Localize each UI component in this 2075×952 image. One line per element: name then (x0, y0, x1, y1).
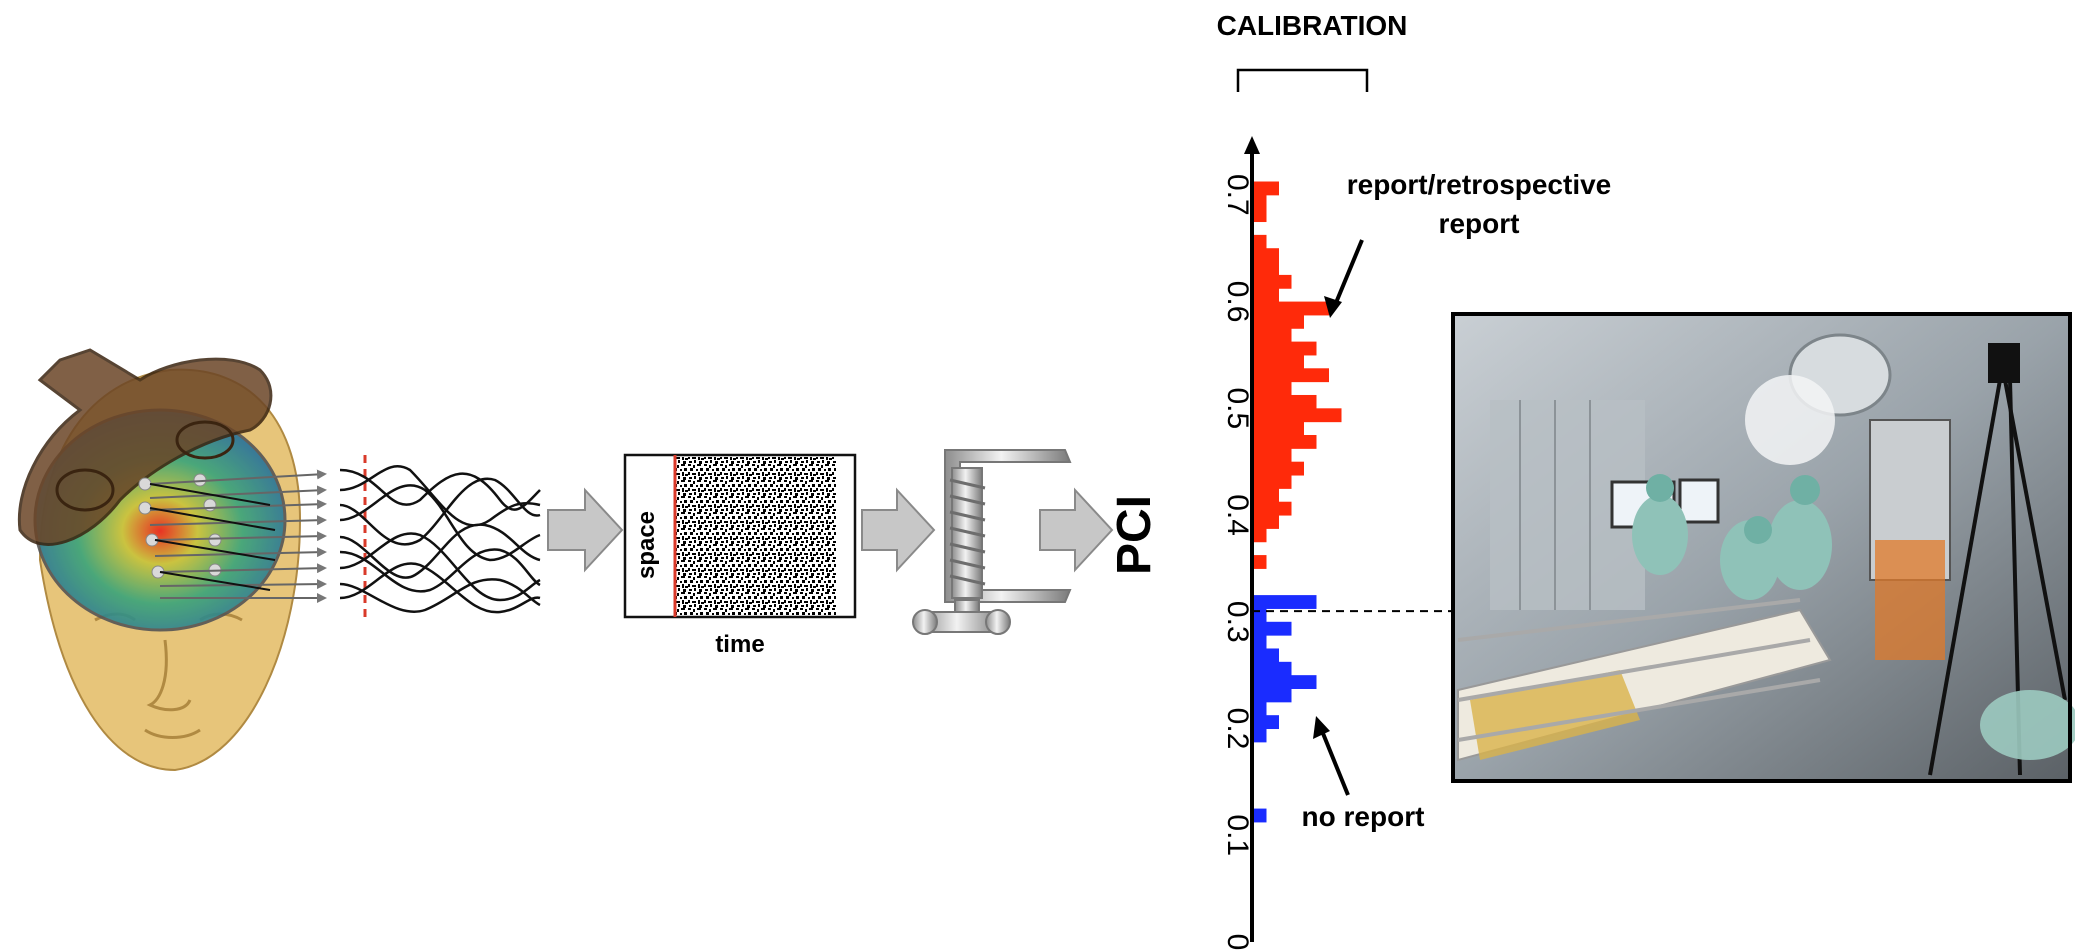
no-report-annotation-arrowhead (1313, 716, 1330, 739)
report-bar-24 (1254, 208, 1267, 223)
report-bar-23 (1254, 234, 1267, 249)
eeg-waveforms (339, 465, 541, 614)
pipeline-arrow-2 (861, 487, 936, 573)
report-bar-11 (1254, 394, 1317, 409)
report-bar-19 (1254, 288, 1279, 303)
calibration-bracket (1236, 68, 1369, 92)
tms-coil (17, 348, 273, 546)
pipeline-arrow-1 (547, 487, 624, 573)
report-bar-21 (1254, 261, 1279, 276)
report-bar-25 (1254, 194, 1267, 209)
report-annotation-line2: report (1439, 208, 1520, 239)
no-report-bar-1 (1254, 728, 1267, 743)
matrix-x-label: time (715, 631, 764, 658)
matrix-y-label: space (633, 511, 660, 579)
histogram-tick-label: 0.7 (1221, 174, 1254, 216)
report-bar-4 (1254, 488, 1279, 503)
report-bar-14 (1254, 354, 1304, 369)
histogram-tick-label: 0.2 (1221, 708, 1254, 750)
tms-coil-ring-left (55, 468, 115, 512)
calibration-title: CALIBRATION (1217, 10, 1408, 41)
no-report-bar-9 (1254, 621, 1292, 636)
report-bar-10 (1254, 408, 1342, 423)
report-bar-15 (1254, 341, 1317, 356)
spacetime-matrix: space time (623, 453, 857, 658)
no-report-annotation: no report (1302, 801, 1425, 832)
no-report-bar-4 (1254, 688, 1292, 703)
report-bar-17 (1254, 314, 1304, 329)
no-report-bar-7 (1254, 648, 1279, 663)
report-bar-22 (1254, 248, 1279, 263)
no-report-bar-5 (1254, 675, 1317, 690)
electrode-signal-arrows (149, 469, 327, 603)
histogram-axis-arrowhead (1244, 136, 1260, 154)
report-bar-5 (1254, 475, 1292, 489)
connector-lines (149, 483, 276, 591)
report-bar-3 (1254, 501, 1292, 516)
report-bar-8 (1254, 435, 1317, 449)
pipeline-arrow-3 (1039, 487, 1114, 573)
histogram-tick-label: 0 (1221, 934, 1254, 951)
report-bar-26 (1254, 181, 1279, 196)
matrix-significant-activity (676, 457, 836, 615)
no-report-bar-2 (1254, 715, 1279, 730)
report-bar-6 (1254, 461, 1304, 476)
report-bar-1 (1254, 528, 1267, 543)
report-bar-0 (1254, 555, 1267, 569)
report-annotation-arrowhead (1324, 296, 1342, 318)
report-bar-13 (1254, 368, 1329, 383)
report-bar-16 (1254, 328, 1292, 343)
operating-room-photo (1451, 312, 2075, 783)
tms-coil-ring-right (175, 420, 235, 460)
report-bar-7 (1254, 448, 1292, 463)
pci-label: PCI (1108, 495, 1161, 575)
calibration-histogram: 0 0.1 0.2 0.3 0.4 0.5 0.6 0.7 (1221, 136, 1342, 950)
report-bar-2 (1254, 515, 1279, 529)
photo-frame (1451, 312, 2072, 783)
no-report-bar-3 (1254, 701, 1267, 716)
report-annotation-arrow (1331, 239, 1364, 311)
no-report-bar-8 (1254, 635, 1267, 649)
face-mouth (144, 728, 201, 739)
report-bar-20 (1254, 274, 1292, 289)
no-report-bar-11 (1254, 595, 1317, 609)
compression-clamp-icon (912, 449, 1072, 635)
face-nose (146, 639, 192, 712)
histogram-tick-label: 0.6 (1221, 281, 1254, 323)
histogram-tick-label: 0.5 (1221, 387, 1254, 429)
report-bar-9 (1254, 421, 1304, 436)
no-report-bar-6 (1254, 661, 1292, 676)
report-bar-18 (1254, 301, 1329, 316)
no-report-annotation-arrow (1318, 725, 1350, 796)
histogram-tick-label: 0.4 (1221, 494, 1254, 536)
report-annotation-line1: report/retrospective (1347, 169, 1612, 200)
histogram-tick-label: 0.1 (1221, 814, 1254, 856)
report-bar-12 (1254, 381, 1292, 396)
histogram-tick-label: 0.3 (1221, 601, 1254, 643)
no-report-bar-0 (1254, 808, 1267, 823)
head-tms-illustration (17, 348, 302, 772)
